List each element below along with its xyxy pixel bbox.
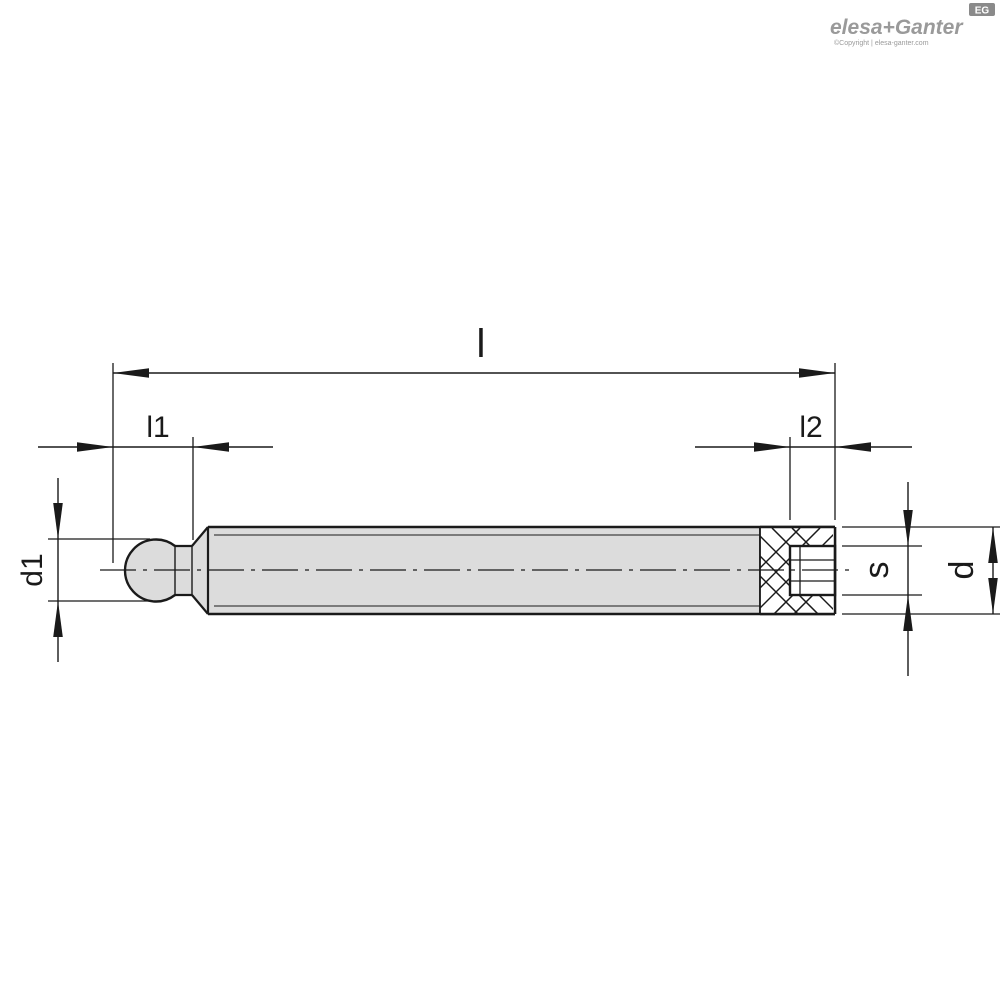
copyright-text: ©Copyright | elesa-ganter.com: [834, 39, 929, 47]
dimension-lines: [38, 368, 998, 676]
label-l: l: [477, 322, 486, 366]
badge-text: EG: [975, 6, 990, 17]
hex-socket-section: [759, 525, 837, 616]
label-l2: l2: [799, 411, 822, 444]
brand-logo: elesa+Ganter EG ©Copyright | elesa-gante…: [830, 3, 995, 47]
label-d1: d1: [16, 553, 49, 586]
label-d: d: [943, 561, 981, 580]
logo-text: elesa+Ganter: [830, 16, 964, 39]
label-s: s: [858, 562, 896, 579]
label-l1: l1: [146, 411, 169, 444]
dimension-labels: l l1 l2 d1 s d: [16, 322, 981, 587]
badge-icon: [969, 3, 995, 16]
extension-lines: [48, 363, 1000, 615]
